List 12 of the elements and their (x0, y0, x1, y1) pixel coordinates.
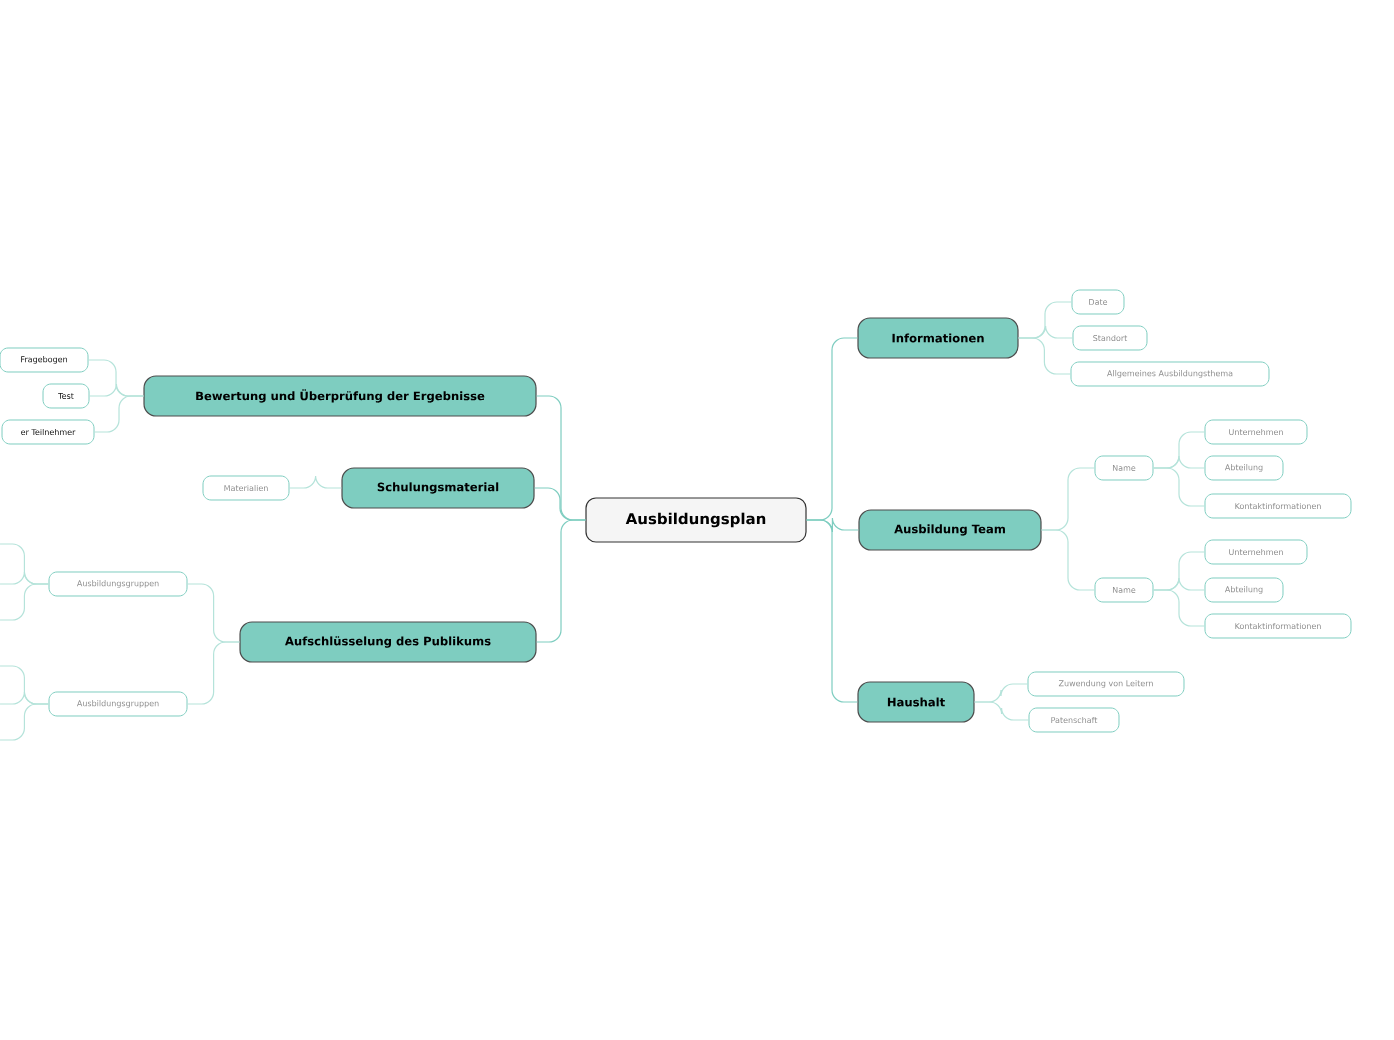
connector-line (0, 583, 50, 621)
connector-line (1041, 529, 1096, 591)
connector-line (0, 703, 50, 741)
connector-line (806, 519, 858, 703)
connector-line (1152, 467, 1206, 507)
connector-line (1018, 337, 1072, 375)
connector-line (1152, 589, 1206, 627)
connector-line (93, 395, 144, 433)
connector-line (536, 519, 586, 643)
connector-line (288, 475, 342, 489)
connector-line (974, 701, 1030, 721)
connector-line (186, 641, 240, 705)
